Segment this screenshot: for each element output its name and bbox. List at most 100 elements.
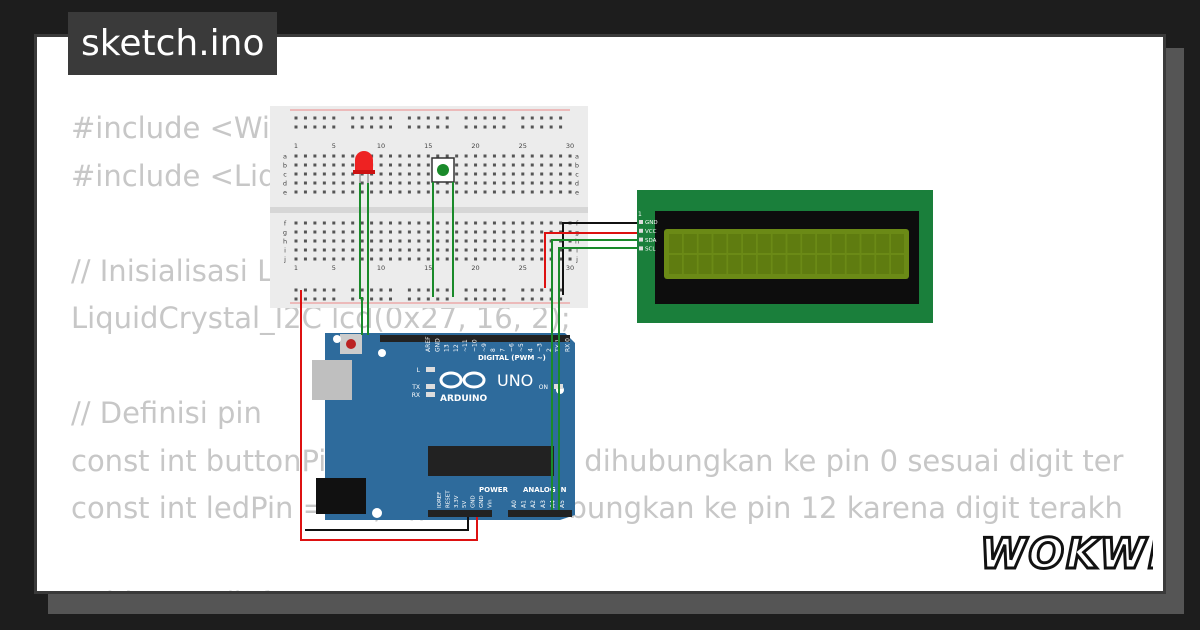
red-led[interactable] [353,151,375,183]
breadboard-hole [426,163,430,167]
rail-hole [521,297,525,301]
rail-hole [322,288,326,292]
breadboard-hole [511,239,515,243]
breadboard-hole [341,172,345,176]
status-led [426,367,435,372]
breadboard-hole [398,221,402,225]
digital-pin-label: 8 [490,348,497,352]
breadboard-hole [483,163,487,167]
usb-connector [312,360,352,400]
digital-label: DIGITAL (PWM ~) [478,354,546,362]
lcd-cell [802,234,816,253]
rail-hole [492,116,496,120]
breadboard-hole [455,257,459,261]
wire-lcd-vcc [544,232,637,288]
breadboard-hole [351,181,355,185]
breadboard-hole [492,181,496,185]
file-tab-title[interactable]: sketch.ino [68,12,278,75]
lcd-cell [817,255,830,274]
breadboard-hole [455,239,459,243]
breadboard-hole [303,221,307,225]
rail-hole [351,116,355,120]
breadboard-hole [549,221,553,225]
breadboard-hole [294,248,298,252]
power-header [428,510,492,517]
breadboard-hole [521,190,525,194]
rail-hole [294,288,298,292]
breadboard-hole [474,230,478,234]
rail-hole [464,116,468,120]
lcd-cell [831,255,845,274]
breadboard-hole [407,230,411,234]
wokwi-logo-text: WOKWi [980,529,1153,578]
breadboard-column-number: 5 [332,264,336,272]
breadboard-hole [474,181,478,185]
lcd-cell [802,255,816,274]
breadboard-hole [313,221,317,225]
wire-5v [300,290,478,541]
push-button[interactable] [431,157,455,183]
rail-hole [379,116,383,120]
rail-hole [502,288,506,292]
breadboard-hole [502,154,506,158]
breadboard-hole [303,230,307,234]
rail-hole [502,297,506,301]
wire-lcd-sda [551,239,637,510]
breadboard-hole [511,190,515,194]
breadboard-column-number: 5 [332,142,336,150]
breadboard-hole [426,239,430,243]
breadboard-row-letter: d [575,180,579,188]
breadboard-hole [559,221,563,225]
lcd-cell [787,255,801,274]
breadboard-hole [407,181,411,185]
breadboard-hole [483,221,487,225]
rail-hole [559,288,563,292]
breadboard-row-letter: g [283,229,287,237]
breadboard-hole [360,230,364,234]
breadboard-hole [407,154,411,158]
breadboard-hole [511,154,515,158]
breadboard-hole [530,190,534,194]
breadboard-hole [521,257,525,261]
rail-hole [445,116,449,120]
breadboard-hole [530,154,534,158]
breadboard-hole [407,172,411,176]
breadboard-hole [502,248,506,252]
breadboard-hole [313,154,317,158]
breadboard-hole [530,172,534,176]
breadboard-hole [445,190,449,194]
breadboard-hole [389,239,392,243]
breadboard-hole [426,154,430,158]
breadboard-hole [426,248,430,252]
wokwi-logo: WOKWi [979,528,1154,578]
breadboard-hole [303,172,307,176]
rail-hole [379,125,383,129]
reset-button[interactable] [346,339,356,349]
breadboard-hole [303,190,307,194]
breadboard-hole [322,154,326,158]
breadboard-hole [455,154,459,158]
rail-hole [445,288,449,292]
breadboard-hole [303,239,307,243]
rail-hole [426,116,430,120]
rail-hole [559,116,563,120]
lcd-cell [861,234,875,253]
breadboard-row-letter: a [283,153,287,161]
power-pin-label: RESET [445,490,451,508]
lcd-pin [639,220,643,224]
rail-hole [530,116,534,120]
status-led [426,392,435,397]
lcd-cell [669,255,682,274]
breadboard-hole [313,248,317,252]
breadboard-column-number: 30 [566,142,574,150]
breadboard-hole [351,230,355,234]
lcd-cell [743,255,756,274]
breadboard-hole [389,154,392,158]
breadboard-hole [568,163,572,167]
breadboard-hole [464,190,468,194]
wire-lcd-gnd [562,222,637,295]
rail-hole [521,288,525,292]
